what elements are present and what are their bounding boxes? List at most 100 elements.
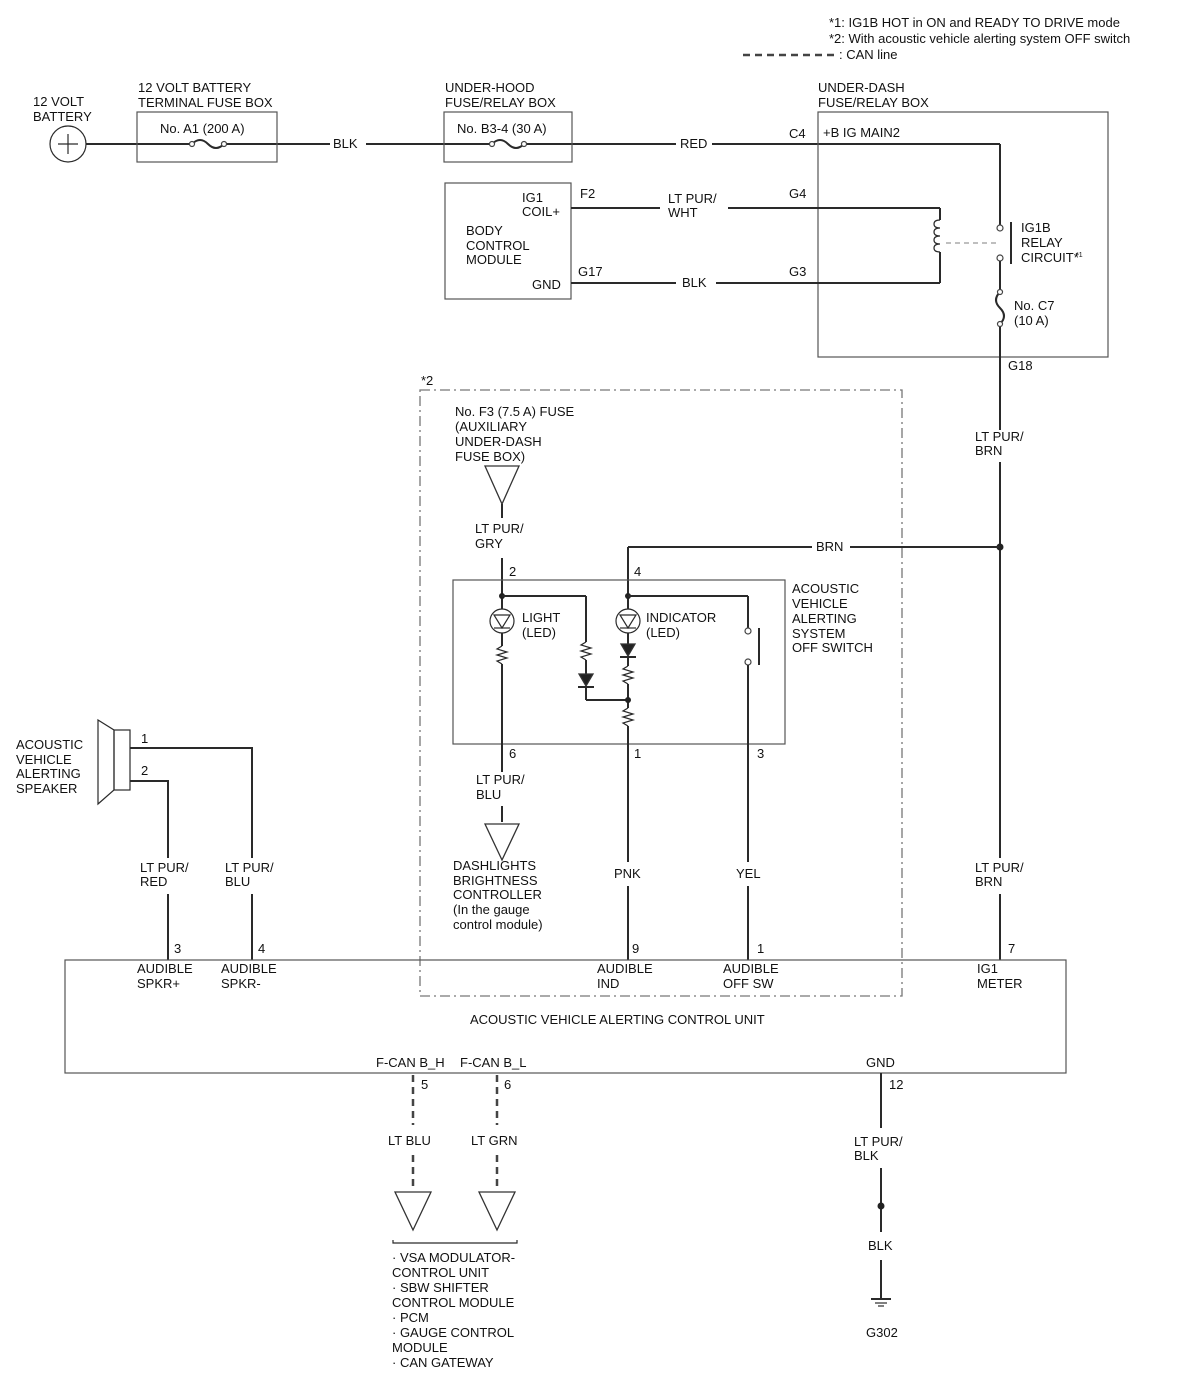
connector-g3: G3: [789, 264, 806, 279]
middle-diode-icon: [577, 673, 595, 688]
indicator-resistor-bottom-icon: [620, 707, 636, 727]
relay-label-3: CIRCUIT*: [1021, 250, 1079, 265]
can-destinations: · VSA MODULATOR- CONTROL UNIT · SBW SHIF…: [392, 1250, 515, 1370]
switch-label-2: VEHICLE: [792, 596, 848, 611]
light-led-icon: [489, 608, 515, 634]
cu-pin-9: 9: [632, 941, 639, 956]
cu-audible-ind-1: AUDIBLE: [597, 961, 653, 976]
wire-color-blk-2: BLK: [682, 275, 707, 290]
indicator-led-icon: [615, 608, 641, 634]
underdash-label-2: FUSE/RELAY BOX: [818, 95, 929, 110]
dashlights-label-1: DASHLIGHTS: [453, 858, 536, 873]
dashlights-label-3: CONTROLLER: [453, 887, 542, 902]
control-unit-outline: [64, 959, 1067, 1074]
speaker-label-3: ALERTING: [16, 766, 81, 781]
switch-option-mark: *2: [421, 373, 433, 388]
indicator-diode-icon: [619, 643, 637, 658]
bcm-ig1-label-1: IG1: [522, 190, 543, 205]
fuse-f3-label-2: (AUXILIARY: [455, 419, 527, 434]
can-dest-4: CONTROL MODULE: [392, 1295, 515, 1310]
wire-color-yel: YEL: [736, 866, 761, 881]
cu-audible-offsw-2: OFF SW: [723, 976, 774, 991]
wire-color-ltpurwht-2: WHT: [668, 205, 698, 220]
can-l-reference-icon: [477, 1191, 517, 1232]
can-dest-6: · GAUGE CONTROL: [392, 1325, 514, 1340]
bcm-gnd-label: GND: [532, 277, 561, 292]
dashlights-reference-icon: [483, 823, 521, 862]
wire-color-ltpurblk-2: BLK: [854, 1148, 879, 1163]
switch-pin-2: 2: [509, 564, 516, 579]
switch-label-5: OFF SWITCH: [792, 640, 873, 655]
fuse-b3-4-label: No. B3-4 (30 A): [457, 121, 547, 136]
ground-g302-label: G302: [866, 1325, 898, 1340]
can-dest-5: · PCM: [392, 1310, 429, 1325]
speaker-icon: [97, 718, 115, 806]
underdash-box-outline: [817, 111, 1109, 358]
underdash-fuse-box: UNDER-DASH FUSE/RELAY BOX C4 +B IG MAIN2…: [789, 80, 1109, 373]
cu-pin-4: 4: [258, 941, 265, 956]
switch-label-1: ACOUSTIC: [792, 581, 859, 596]
fuse-a1-label: No. A1 (200 A): [160, 121, 245, 136]
underhood-fuse-box: UNDER-HOOD FUSE/RELAY BOX No. B3-4 (30 A…: [443, 80, 573, 163]
fuse-c7-icon: [995, 291, 1005, 325]
wire-color-red: RED: [680, 136, 707, 151]
fuse-a1-icon: [191, 139, 225, 149]
wire-color-ltpurblu-2: BLU: [476, 787, 501, 802]
indicator-led-label-1: INDICATOR: [646, 610, 716, 625]
battery-label-1: 12 VOLT: [33, 94, 84, 109]
wire-color-blk-1: BLK: [333, 136, 358, 151]
terminal-fuse-box-label-2: TERMINAL FUSE BOX: [138, 95, 273, 110]
relay-contact-bottom: [996, 254, 1004, 262]
connector-g4: G4: [789, 186, 806, 201]
speaker-label-2: VEHICLE: [16, 752, 72, 767]
off-switch-contact-top: [744, 627, 752, 635]
can-dest-3: · SBW SHIFTER: [392, 1280, 489, 1295]
relay-contact-top: [996, 224, 1004, 232]
dashlights-label-5: control module): [453, 917, 543, 932]
fuse-f3-label-4: FUSE BOX): [455, 449, 525, 464]
indicator-led-label-2: (LED): [646, 625, 680, 640]
cu-spkr-minus-2: SPKR-: [221, 976, 261, 991]
switch-option-outline: [419, 389, 903, 997]
can-h-reference-icon: [393, 1191, 433, 1232]
wire-color-ltpurblk-1: LT PUR/: [854, 1134, 903, 1149]
cu-ig1-meter-1: IG1: [977, 961, 998, 976]
underhood-box-outline: [443, 111, 573, 163]
battery: 12 VOLT BATTERY: [33, 94, 92, 163]
acoustic-speaker: ACOUSTIC VEHICLE ALERTING SPEAKER 1 2 LT…: [16, 718, 274, 960]
underdash-label-1: UNDER-DASH: [818, 80, 905, 95]
wire-color-pnk: PNK: [614, 866, 641, 881]
wire-color-ltpurgry-2: GRY: [475, 536, 503, 551]
cu-spkr-minus-1: AUDIBLE: [221, 961, 277, 976]
wire-color-ltpurbrn-2a: LT PUR/: [975, 860, 1024, 875]
switch-label-3: ALERTING: [792, 611, 857, 626]
cu-pin-5: 5: [421, 1077, 428, 1092]
cu-spkr-plus-2: SPKR+: [137, 976, 180, 991]
cu-pin-3: 3: [174, 941, 181, 956]
wire-color-ltblu: LT BLU: [388, 1133, 431, 1148]
light-led-label-2: (LED): [522, 625, 556, 640]
note-2: *2: With acoustic vehicle alerting syste…: [829, 31, 1130, 46]
fuse-f3-label-3: UNDER-DASH: [455, 434, 542, 449]
indicator-resistor-top-icon: [620, 665, 636, 685]
terminal-fuse-box-label-1: 12 VOLT BATTERY: [138, 80, 252, 95]
wire-color-ltpurred-1: LT PUR/: [140, 860, 189, 875]
avas-off-switch-outline: [452, 579, 786, 745]
note-1: *1: IG1B HOT in ON and READY TO DRIVE mo…: [829, 15, 1120, 30]
switch-pin-1: 1: [634, 746, 641, 761]
fuse-b3-4-icon: [491, 139, 525, 149]
dashlights-label-2: BRIGHTNESS: [453, 873, 538, 888]
cu-gnd: GND: [866, 1055, 895, 1070]
speaker-label-1: ACOUSTIC: [16, 737, 83, 752]
wire-color-ltpurblu-1: LT PUR/: [476, 772, 525, 787]
wire-color-ltpurblu2-2: BLU: [225, 874, 250, 889]
bcm-outline: [444, 182, 572, 300]
bus-ig-main2: +B IG MAIN2: [823, 125, 900, 140]
relay-note-ref: *1: [1076, 252, 1083, 259]
cu-fcan-h: F-CAN B_H: [376, 1055, 445, 1070]
wire-color-ltpurred-2: RED: [140, 874, 167, 889]
speaker-pin-1: 1: [141, 731, 148, 746]
wire-color-ltpurbrn-1a: LT PUR/: [975, 429, 1024, 444]
wire-color-ltpurbrn-2b: BRN: [975, 874, 1002, 889]
